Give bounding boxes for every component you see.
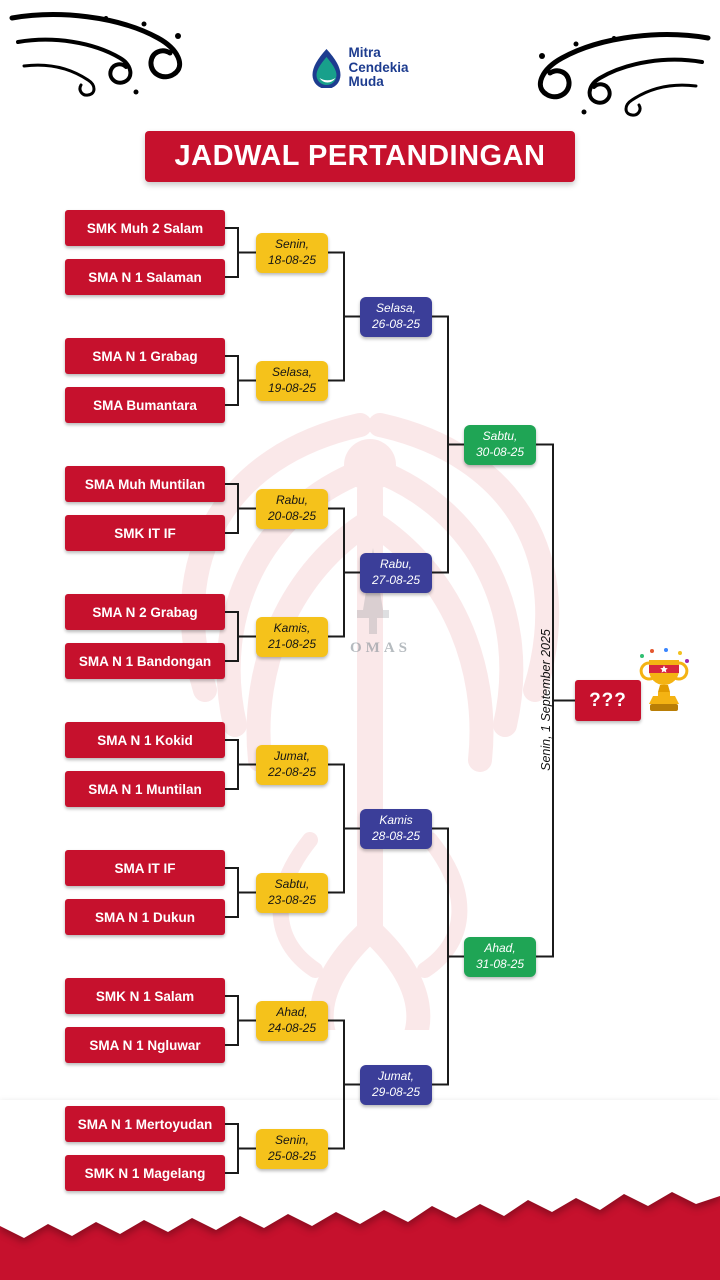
team-box-13: SMK N 1 Salam [65,978,225,1014]
match-date-2: Selasa,19-08-25 [256,361,328,401]
team-box-4: SMA Bumantara [65,387,225,423]
logo-mark-icon [312,48,341,88]
semifinal-date-1: Sabtu,30-08-25 [464,425,536,465]
team-box-11: SMA IT IF [65,850,225,886]
page-title: JADWAL PERTANDINGAN [145,131,575,182]
watermark-text: OMAS [350,640,411,656]
team-box-14: SMA N 1 Ngluwar [65,1027,225,1063]
match-date-6: Sabtu,23-08-25 [256,873,328,913]
team-box-1: SMK Muh 2 Salam [65,210,225,246]
match-date-5: Jumat,22-08-25 [256,745,328,785]
team-box-9: SMA N 1 Kokid [65,722,225,758]
match-date-8: Senin,25-08-25 [256,1129,328,1169]
match-date-1: Senin,18-08-25 [256,233,328,273]
quarterfinal-date-4: Jumat,29-08-25 [360,1065,432,1105]
trophy-icon [639,648,689,711]
team-box-7: SMA N 2 Grabag [65,594,225,630]
team-box-12: SMA N 1 Dukun [65,899,225,935]
logo: Mitra Cendekia Muda [311,45,409,90]
corner-flourish-icon [9,12,182,97]
final-winner-box: ??? [575,680,641,721]
team-box-15: SMA N 1 Mertoyudan [65,1106,225,1142]
match-date-7: Ahad,24-08-25 [256,1001,328,1041]
final-date-label: Senin, 1 September 2025 [539,629,553,771]
semifinal-date-2: Ahad,31-08-25 [464,937,536,977]
team-box-6: SMK IT IF [65,515,225,551]
quarterfinal-date-1: Selasa,26-08-25 [360,297,432,337]
team-box-5: SMA Muh Muntilan [65,466,225,502]
match-date-3: Rabu,20-08-25 [256,489,328,529]
team-box-10: SMA N 1 Muntilan [65,771,225,807]
team-box-8: SMA N 1 Bandongan [65,643,225,679]
quarterfinal-date-2: Rabu,27-08-25 [360,553,432,593]
corner-flourish-icon [538,32,711,117]
team-box-3: SMA N 1 Grabag [65,338,225,374]
team-box-16: SMK N 1 Magelang [65,1155,225,1191]
match-date-4: Kamis,21-08-25 [256,617,328,657]
logo-text: Mitra Cendekia Muda [348,45,409,90]
team-box-2: SMA N 1 Salaman [65,259,225,295]
